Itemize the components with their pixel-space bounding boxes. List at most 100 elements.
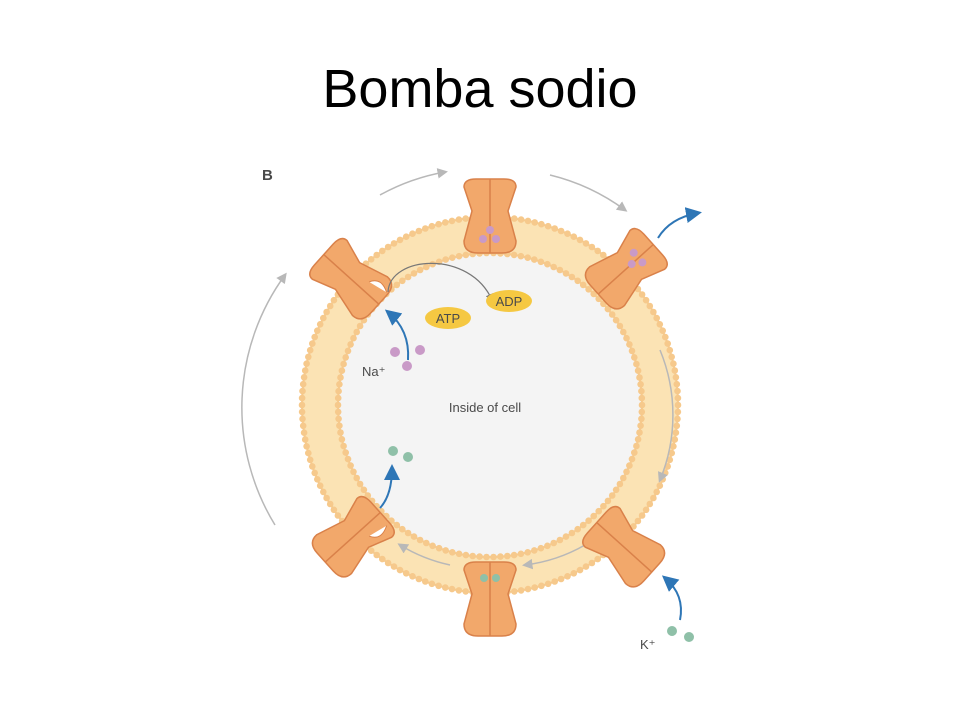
lipid-head xyxy=(634,517,642,525)
lipid-head xyxy=(298,408,306,416)
lipid-head xyxy=(298,401,306,409)
lipid-head xyxy=(435,544,443,552)
lipid-head xyxy=(409,573,416,580)
lipid-head xyxy=(524,254,531,261)
lipid-head xyxy=(626,462,633,469)
lipid-head xyxy=(556,266,564,274)
sodium-ion xyxy=(390,347,400,357)
lipid-head xyxy=(570,233,578,240)
lipid-head xyxy=(579,281,587,289)
lipid-head xyxy=(342,354,349,361)
sodium-potassium-pump-diagram: ATP ADP Na⁺ Inside of cell K⁺ B xyxy=(241,167,702,652)
pump-protein-bottom xyxy=(463,561,517,637)
lipid-head xyxy=(600,502,607,510)
lipid-head xyxy=(298,394,306,402)
sodium-outflow-arrow xyxy=(657,207,702,239)
lipid-head xyxy=(373,551,380,559)
lipid-head xyxy=(608,492,616,499)
lipid-head xyxy=(576,566,584,574)
lipid-head xyxy=(650,308,657,316)
lipid-head xyxy=(396,236,404,244)
lipid-head xyxy=(334,394,342,402)
lipid-head xyxy=(390,563,398,570)
lipid-head xyxy=(642,296,650,304)
lipid-head xyxy=(490,553,497,561)
lipid-head xyxy=(350,334,357,342)
lipid-head xyxy=(517,216,525,223)
inside-of-cell-label: Inside of cell xyxy=(449,400,521,415)
pump-protein-upper-right xyxy=(584,227,668,310)
lipid-head xyxy=(338,367,346,374)
lipid-head xyxy=(551,578,558,585)
lipid-head xyxy=(415,227,423,235)
lipid-head xyxy=(373,251,380,259)
lipid-head xyxy=(347,341,354,348)
lipid-head xyxy=(595,507,602,515)
lipid-head xyxy=(631,354,638,361)
lipid-head xyxy=(588,243,596,251)
lipid-head xyxy=(550,263,557,271)
lipid-head xyxy=(422,225,429,232)
lipid-head xyxy=(306,456,314,464)
lipid-head xyxy=(524,549,531,556)
lipid-head xyxy=(538,582,545,590)
lipid-head xyxy=(299,380,307,388)
potassium-ion xyxy=(388,446,398,456)
lipid-head xyxy=(396,566,404,574)
lipid-head xyxy=(568,273,576,281)
lipid-head xyxy=(303,443,310,450)
lipid-head xyxy=(674,408,682,416)
lipid-head xyxy=(423,263,430,271)
lipid-head xyxy=(637,422,644,430)
lipid-head xyxy=(672,429,680,437)
lipid-head xyxy=(616,480,624,488)
lipid-head xyxy=(350,468,357,476)
sodium-inflow-arrow xyxy=(384,309,410,361)
lipid-head xyxy=(620,474,627,482)
lipid-head xyxy=(449,549,456,556)
lipid-head xyxy=(594,555,601,563)
lipid-head xyxy=(469,552,476,560)
lipid-head xyxy=(664,340,671,347)
lipid-head xyxy=(544,260,551,268)
potassium-inflow-arrow xyxy=(661,575,682,621)
lipid-head xyxy=(435,220,442,228)
adp-badge xyxy=(486,290,532,312)
lipid-head xyxy=(636,374,643,381)
lipid-head xyxy=(330,506,338,514)
lipid-head xyxy=(342,449,349,456)
lipid-head xyxy=(616,322,624,330)
lipid-head xyxy=(674,387,681,395)
lipid-head xyxy=(673,380,681,388)
lipid-head xyxy=(638,291,646,298)
lipid-head xyxy=(564,573,571,580)
lipid-head xyxy=(628,347,636,355)
lipid-head xyxy=(637,381,644,388)
lipid-head xyxy=(455,216,463,223)
inner-lipid-heads xyxy=(334,249,646,561)
pump-protein-top xyxy=(463,178,517,254)
lipid-head xyxy=(404,529,412,537)
lipid-head xyxy=(314,327,321,334)
lipid-head xyxy=(429,260,436,268)
lipid-head xyxy=(524,217,532,225)
lipid-head xyxy=(612,486,620,494)
lipid-head xyxy=(330,296,338,304)
lipid-head xyxy=(568,529,576,537)
lipid-head xyxy=(531,584,538,591)
lipid-head xyxy=(562,533,570,540)
lipid-head xyxy=(638,394,646,402)
pump-cycle-arrows xyxy=(241,168,674,570)
lipid-head xyxy=(449,254,456,261)
lipid-head xyxy=(517,252,525,260)
lipid-head xyxy=(537,258,545,266)
lipid-head xyxy=(340,442,347,450)
lipid-head xyxy=(674,401,682,409)
lipid-head xyxy=(631,449,638,456)
lipid-head xyxy=(531,219,538,226)
lipid-head xyxy=(510,251,518,259)
lipid-head xyxy=(633,360,640,368)
lipid-head xyxy=(429,542,436,550)
lipid-head xyxy=(364,492,372,499)
lipid-head xyxy=(402,570,410,577)
